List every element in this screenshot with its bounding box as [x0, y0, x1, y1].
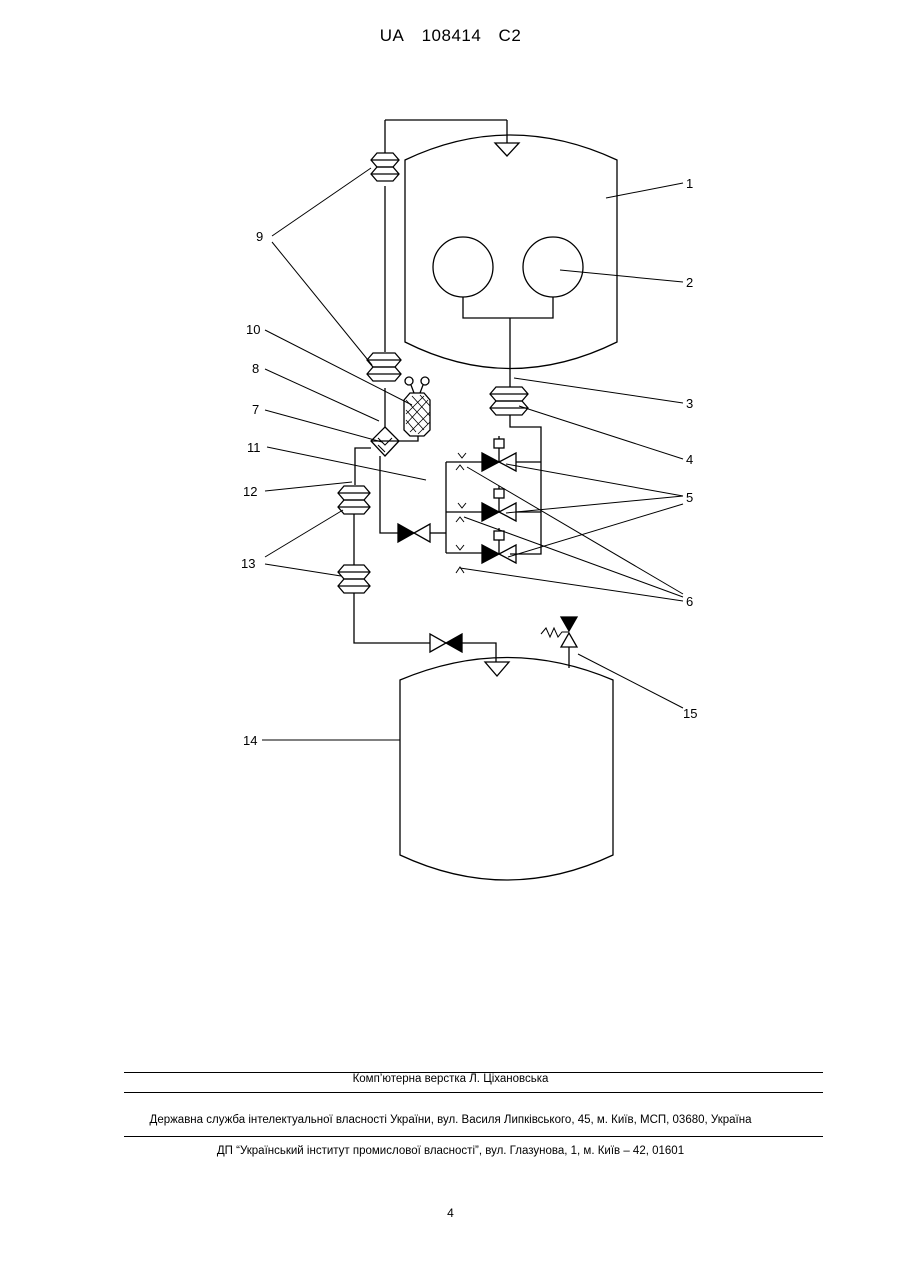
bellows-lower-2	[338, 565, 370, 593]
label-14: 14	[243, 733, 257, 748]
label-3: 3	[686, 396, 693, 411]
label-11: 11	[247, 440, 261, 455]
label-1: 1	[686, 176, 693, 191]
cylinder-manifold	[463, 297, 553, 318]
label-6: 6	[686, 594, 693, 609]
footer-divider-bottom	[124, 1136, 823, 1137]
valve-row-3	[446, 528, 516, 573]
gas-cylinder-left	[433, 237, 493, 297]
bellows-outlet	[490, 387, 528, 415]
valve-row-1	[446, 436, 541, 471]
page-number: 4	[0, 1206, 901, 1220]
upper-inlet-arrow	[495, 143, 519, 156]
leader-lines	[262, 168, 683, 740]
bellows-middle	[367, 353, 401, 381]
label-4: 4	[686, 452, 693, 467]
agency-address: Державна служба інтелектуальної власност…	[0, 1114, 901, 1126]
lower-inlet-arrow	[485, 662, 509, 676]
label-2: 2	[686, 275, 693, 290]
label-8: 8	[252, 361, 259, 376]
layout-credit: Комп’ютерна верстка Л. Ціхановська	[0, 1073, 901, 1085]
label-10: 10	[246, 322, 260, 337]
filter-cartridge	[404, 377, 430, 436]
label-9: 9	[256, 229, 263, 244]
label-15: 15	[683, 706, 697, 721]
bypass-valve	[398, 524, 430, 542]
label-12: 12	[243, 484, 257, 499]
patent-drawing: 1 2 3 4 5 6 7 8 9 10 11 12 13 14 15	[0, 0, 901, 1000]
bellows-upper	[371, 153, 399, 181]
footer-divider-mid	[124, 1092, 823, 1093]
separator-diamond	[371, 427, 399, 456]
label-13: 13	[241, 556, 255, 571]
valve-row-2	[446, 486, 541, 522]
lower-tank	[400, 658, 613, 881]
institute-address: ДП “Український інститут промислової вла…	[0, 1145, 901, 1157]
lower-feed-valve	[430, 634, 462, 652]
label-5: 5	[686, 490, 693, 505]
label-7: 7	[252, 402, 259, 417]
gas-cylinder-right	[523, 237, 583, 297]
